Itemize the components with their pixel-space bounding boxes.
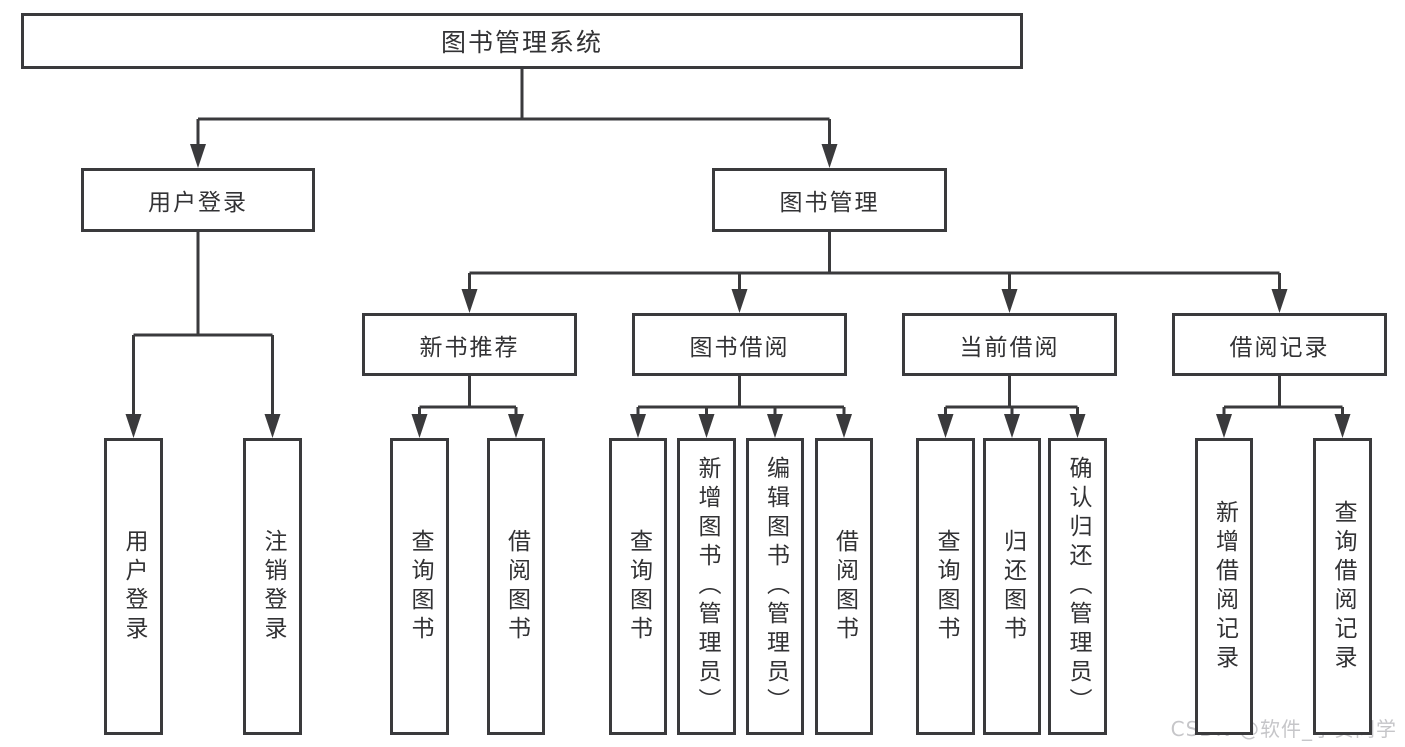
node-book-mgmt: 图书管理 — [712, 168, 947, 232]
arrowhead-icon — [1004, 414, 1020, 438]
node-root: 图书管理系统 — [21, 13, 1023, 69]
node-book-borrow: 图书借阅 — [632, 313, 847, 376]
node-cb-query-books: 查询图书 — [916, 438, 975, 735]
connector-line — [132, 232, 274, 426]
node-user-login: 用户登录 — [81, 168, 315, 232]
connector-line — [418, 376, 518, 426]
node-current-borrow: 当前借阅 — [902, 313, 1117, 376]
arrowhead-icon — [731, 289, 748, 313]
arrowhead-icon — [1334, 414, 1351, 438]
connector-line — [196, 69, 831, 156]
arrowhead-icon — [1216, 414, 1232, 438]
node-user-login-leaf: 用户登录 — [104, 438, 163, 735]
edge-user-login — [125, 232, 281, 438]
node-cb-return-books: 归还图书 — [983, 438, 1041, 735]
connector-line — [468, 232, 1281, 301]
arrowhead-icon — [1271, 289, 1288, 313]
node-nb-query-books: 查询图书 — [390, 438, 449, 735]
arrowhead-icon — [836, 414, 852, 438]
arrowhead-icon — [1001, 289, 1018, 313]
arrowhead-icon — [698, 414, 715, 438]
arrowhead-icon — [508, 414, 524, 438]
node-bb-query-books: 查询图书 — [609, 438, 667, 735]
edge-book-borrow — [630, 376, 852, 438]
edge-book-mgmt — [461, 232, 1288, 313]
edge-root — [190, 69, 838, 168]
node-rec-add-record: 新增借阅记录 — [1195, 438, 1253, 735]
arrowhead-icon — [630, 414, 646, 438]
arrowhead-icon — [767, 414, 783, 438]
arrowhead-icon — [1069, 414, 1086, 438]
node-bb-edit-books: 编辑图书（管理员） — [746, 438, 804, 735]
arrowhead-icon — [264, 414, 281, 438]
edge-current-borrow — [937, 376, 1086, 438]
node-nb-borrow-books: 借阅图书 — [487, 438, 545, 735]
node-new-books: 新书推荐 — [362, 313, 577, 376]
arrowhead-icon — [821, 144, 838, 168]
arrowhead-icon — [411, 414, 428, 438]
node-bb-add-books: 新增图书（管理员） — [677, 438, 736, 735]
edge-new-books — [411, 376, 524, 438]
arrowhead-icon — [937, 414, 954, 438]
node-borrow-records: 借阅记录 — [1172, 313, 1387, 376]
node-rec-query-record: 查询借阅记录 — [1313, 438, 1372, 735]
node-logout-leaf: 注销登录 — [243, 438, 302, 735]
node-cb-confirm-return: 确认归还（管理员） — [1048, 438, 1107, 735]
connector-line — [636, 376, 846, 426]
arrowhead-icon — [190, 144, 206, 168]
arrowhead-icon — [125, 414, 142, 438]
arrowhead-icon — [461, 289, 478, 313]
connector-line — [1222, 376, 1344, 426]
node-bb-borrow-books: 借阅图书 — [815, 438, 873, 735]
edge-borrow-records — [1216, 376, 1351, 438]
